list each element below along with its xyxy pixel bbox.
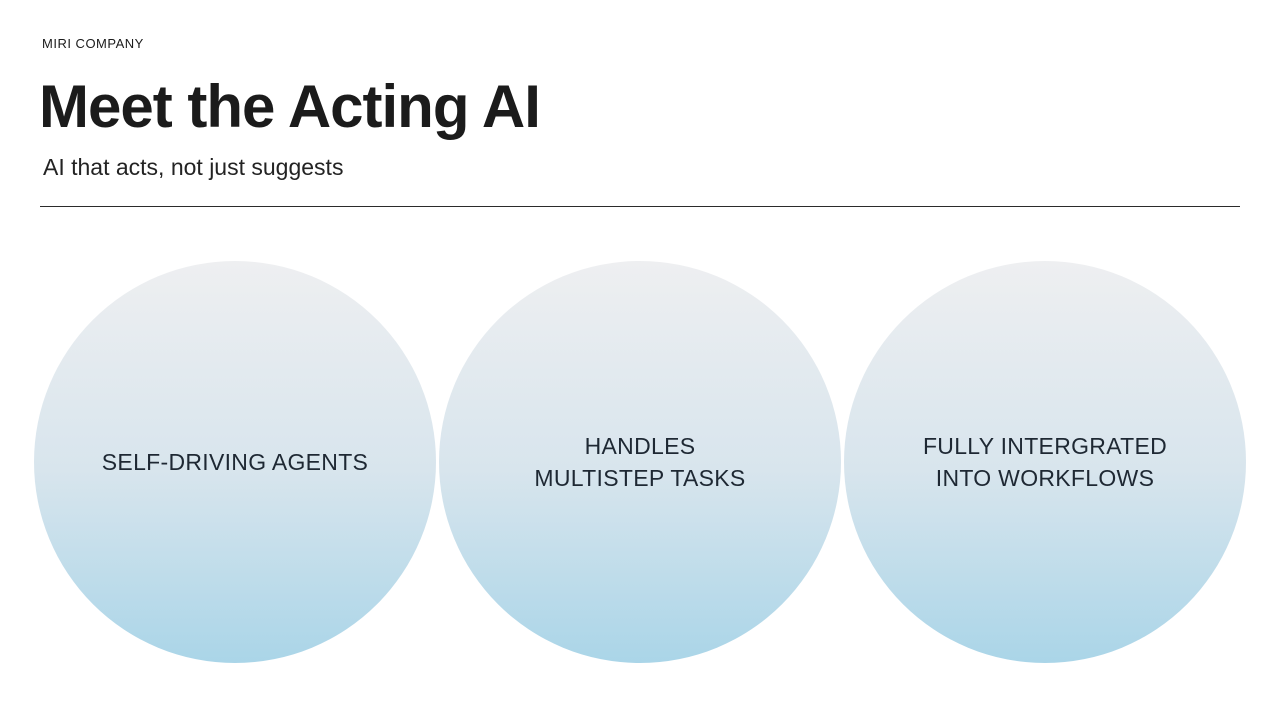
circle-label-line: FULLY INTERGRATED [922,433,1168,459]
page-title: Meet the Acting AI [39,73,541,140]
circle-label-line: INTO WORKFLOWS [935,465,1155,491]
page-subtitle: AI that acts, not just suggests [43,154,344,180]
circle-self-driving-agents: SELF-DRIVING AGENTS [34,261,436,663]
brand-label: MIRI COMPANY [42,36,144,51]
circles-row: SELF-DRIVING AGENTS HANDLES MULTISTEP TA… [0,261,1280,663]
circle-fully-intergrated-into-workflows: FULLY INTERGRATED INTO WORKFLOWS [844,261,1246,663]
circle-label: FULLY INTERGRATED INTO WORKFLOWS [893,430,1197,494]
circle-label-line: HANDLES [584,433,696,459]
circle-handles-multistep-tasks: HANDLES MULTISTEP TASKS [439,261,841,663]
header-divider [40,206,1240,207]
circle-label: HANDLES MULTISTEP TASKS [504,430,775,494]
circle-label: SELF-DRIVING AGENTS [72,446,398,478]
circle-label-line: MULTISTEP TASKS [534,465,746,491]
circle-label-line: SELF-DRIVING AGENTS [101,449,369,475]
